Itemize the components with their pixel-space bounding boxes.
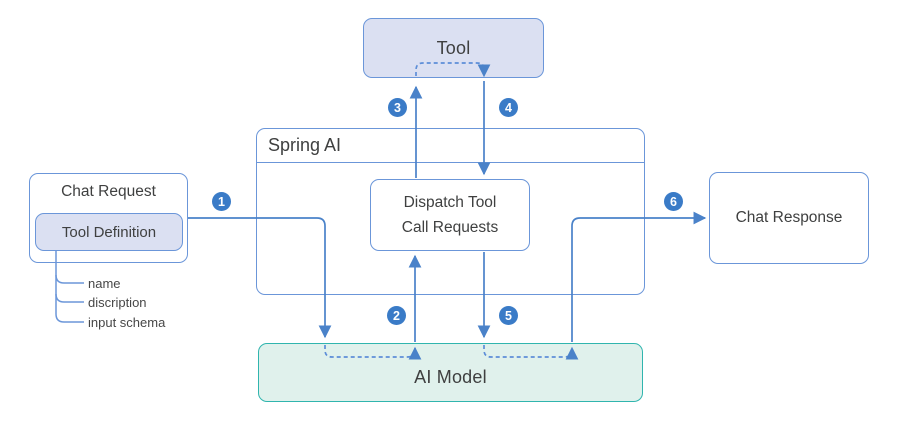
- field-name: name: [88, 276, 121, 291]
- spring-ai-label: Spring AI: [268, 135, 342, 155]
- tool-definition-node: Tool Definition: [35, 213, 183, 251]
- step-badge-5: 5: [499, 306, 518, 325]
- field-discription: discription: [88, 295, 147, 310]
- chat-response-label: Chat Response: [735, 209, 843, 226]
- step-badge-3: 3: [388, 98, 407, 117]
- ai-model-label: AI Model: [414, 366, 487, 387]
- field-input-schema: input schema: [88, 315, 166, 330]
- tool-definition-label: Tool Definition: [61, 223, 157, 241]
- ai-model-node: AI Model: [258, 343, 643, 402]
- chat-request-label: Chat Request: [61, 183, 156, 200]
- dispatch-label-line2: Call Requests: [401, 218, 499, 236]
- step-badge-4: 4: [499, 98, 518, 117]
- dispatch-label-line1: Dispatch Tool: [403, 193, 497, 211]
- tool-node: Tool: [363, 18, 544, 78]
- dispatch-tool-node: Dispatch Tool Call Requests: [370, 179, 530, 251]
- step-badge-6: 6: [664, 192, 683, 211]
- spring-ai-header: Spring AI: [257, 129, 644, 163]
- field-connector-name: [55, 274, 84, 284]
- step-badge-1: 1: [212, 192, 231, 211]
- field-connector-discription: [55, 293, 84, 303]
- tool-node-label: Tool: [436, 37, 471, 58]
- step-badge-2: 2: [387, 306, 406, 325]
- chat-response-node: Chat Response: [709, 172, 869, 264]
